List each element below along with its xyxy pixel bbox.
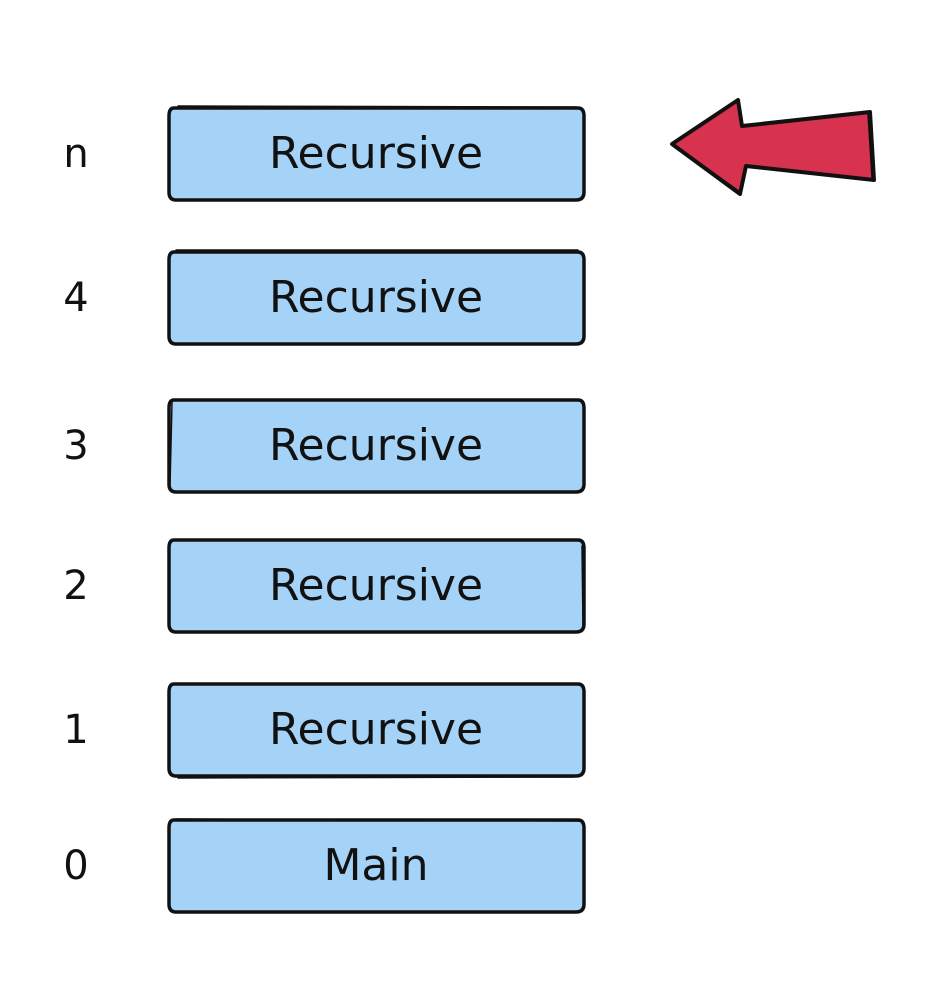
stack-frame-row: n Recursive (0, 102, 948, 206)
frame-index: 0 (63, 843, 89, 889)
stack-frame-row: 2 Recursive (0, 534, 948, 638)
stack-frame-box: Recursive (166, 680, 586, 780)
frame-index: n (63, 131, 89, 177)
frame-index: 4 (63, 275, 89, 321)
frame-box-outline (167, 538, 586, 634)
frame-box-outline (167, 682, 586, 779)
frame-box-outline (167, 249, 586, 346)
stack-frame-box: Recursive (166, 248, 586, 348)
frame-label: Recursive (268, 560, 484, 611)
frame-label: Recursive (268, 272, 484, 323)
stack-frame-box: Recursive (166, 104, 586, 204)
frame-box-outline (167, 398, 586, 494)
frame-label: Recursive (268, 420, 484, 471)
frame-box-outline (167, 818, 586, 914)
frame-index: 1 (63, 707, 89, 753)
frame-label: Recursive (268, 128, 484, 179)
stack-frame-row: 3 Recursive (0, 394, 948, 498)
frame-index: 2 (63, 563, 89, 609)
stack-frame-box: Main (166, 816, 586, 916)
stack-frame-box: Recursive (166, 536, 586, 636)
frame-label: Main (323, 840, 429, 891)
stack-frame-row: 4 Recursive (0, 246, 948, 350)
frame-box-outline (167, 105, 586, 202)
stack-frame-row: 0 Main (0, 814, 948, 918)
arrow-left-icon (670, 98, 876, 196)
frame-label: Recursive (268, 704, 484, 755)
stack-frame-box: Recursive (166, 396, 586, 496)
frame-index: 3 (63, 423, 89, 469)
stack-frame-row: 1 Recursive (0, 678, 948, 782)
